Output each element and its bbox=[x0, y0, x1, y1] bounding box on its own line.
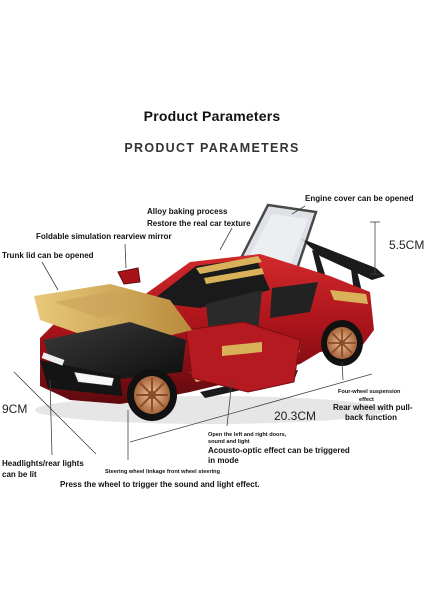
dimension-length: 20.3CM bbox=[274, 409, 317, 423]
label-press-wheel: Press the wheel to trigger the sound and… bbox=[60, 480, 260, 489]
page-subtitle: PRODUCT PARAMETERS bbox=[124, 141, 300, 155]
label-doors-2: sound and light bbox=[208, 439, 250, 445]
dimension-height: 5.5CM bbox=[389, 238, 424, 252]
label-pullback: Rear wheel with pull- bbox=[333, 403, 413, 412]
label-alloy-baking: Alloy baking process bbox=[147, 207, 228, 216]
label-engine-cover: Engine cover can be opened bbox=[305, 194, 414, 203]
label-doors: Open the left and right doors, bbox=[208, 432, 287, 438]
label-acousto: Acousto-optic effect can be triggered bbox=[208, 446, 350, 455]
label-alloy-baking-2: Restore the real car texture bbox=[147, 219, 251, 228]
label-suspension-2: effect bbox=[359, 397, 374, 403]
front-wheel bbox=[127, 369, 177, 421]
label-headlights-2: can be lit bbox=[2, 470, 37, 479]
rear-wing bbox=[300, 238, 385, 280]
dimension-width: 9CM bbox=[2, 402, 28, 416]
label-headlights: Headlights/rear lights bbox=[2, 459, 84, 468]
label-trunk-lid: Trunk lid can be opened bbox=[2, 251, 94, 260]
label-acousto-2: in mode bbox=[208, 456, 239, 465]
label-pullback-2: back function bbox=[345, 413, 398, 422]
label-steering: Steering wheel linkage front wheel steer… bbox=[105, 469, 221, 475]
rear-wheel bbox=[321, 320, 363, 366]
label-rearview-mirror: Foldable simulation rearview mirror bbox=[36, 232, 172, 241]
side-mirror bbox=[117, 267, 141, 285]
page-title: Product Parameters bbox=[143, 108, 281, 124]
label-suspension: Four-wheel suspension bbox=[338, 389, 401, 395]
